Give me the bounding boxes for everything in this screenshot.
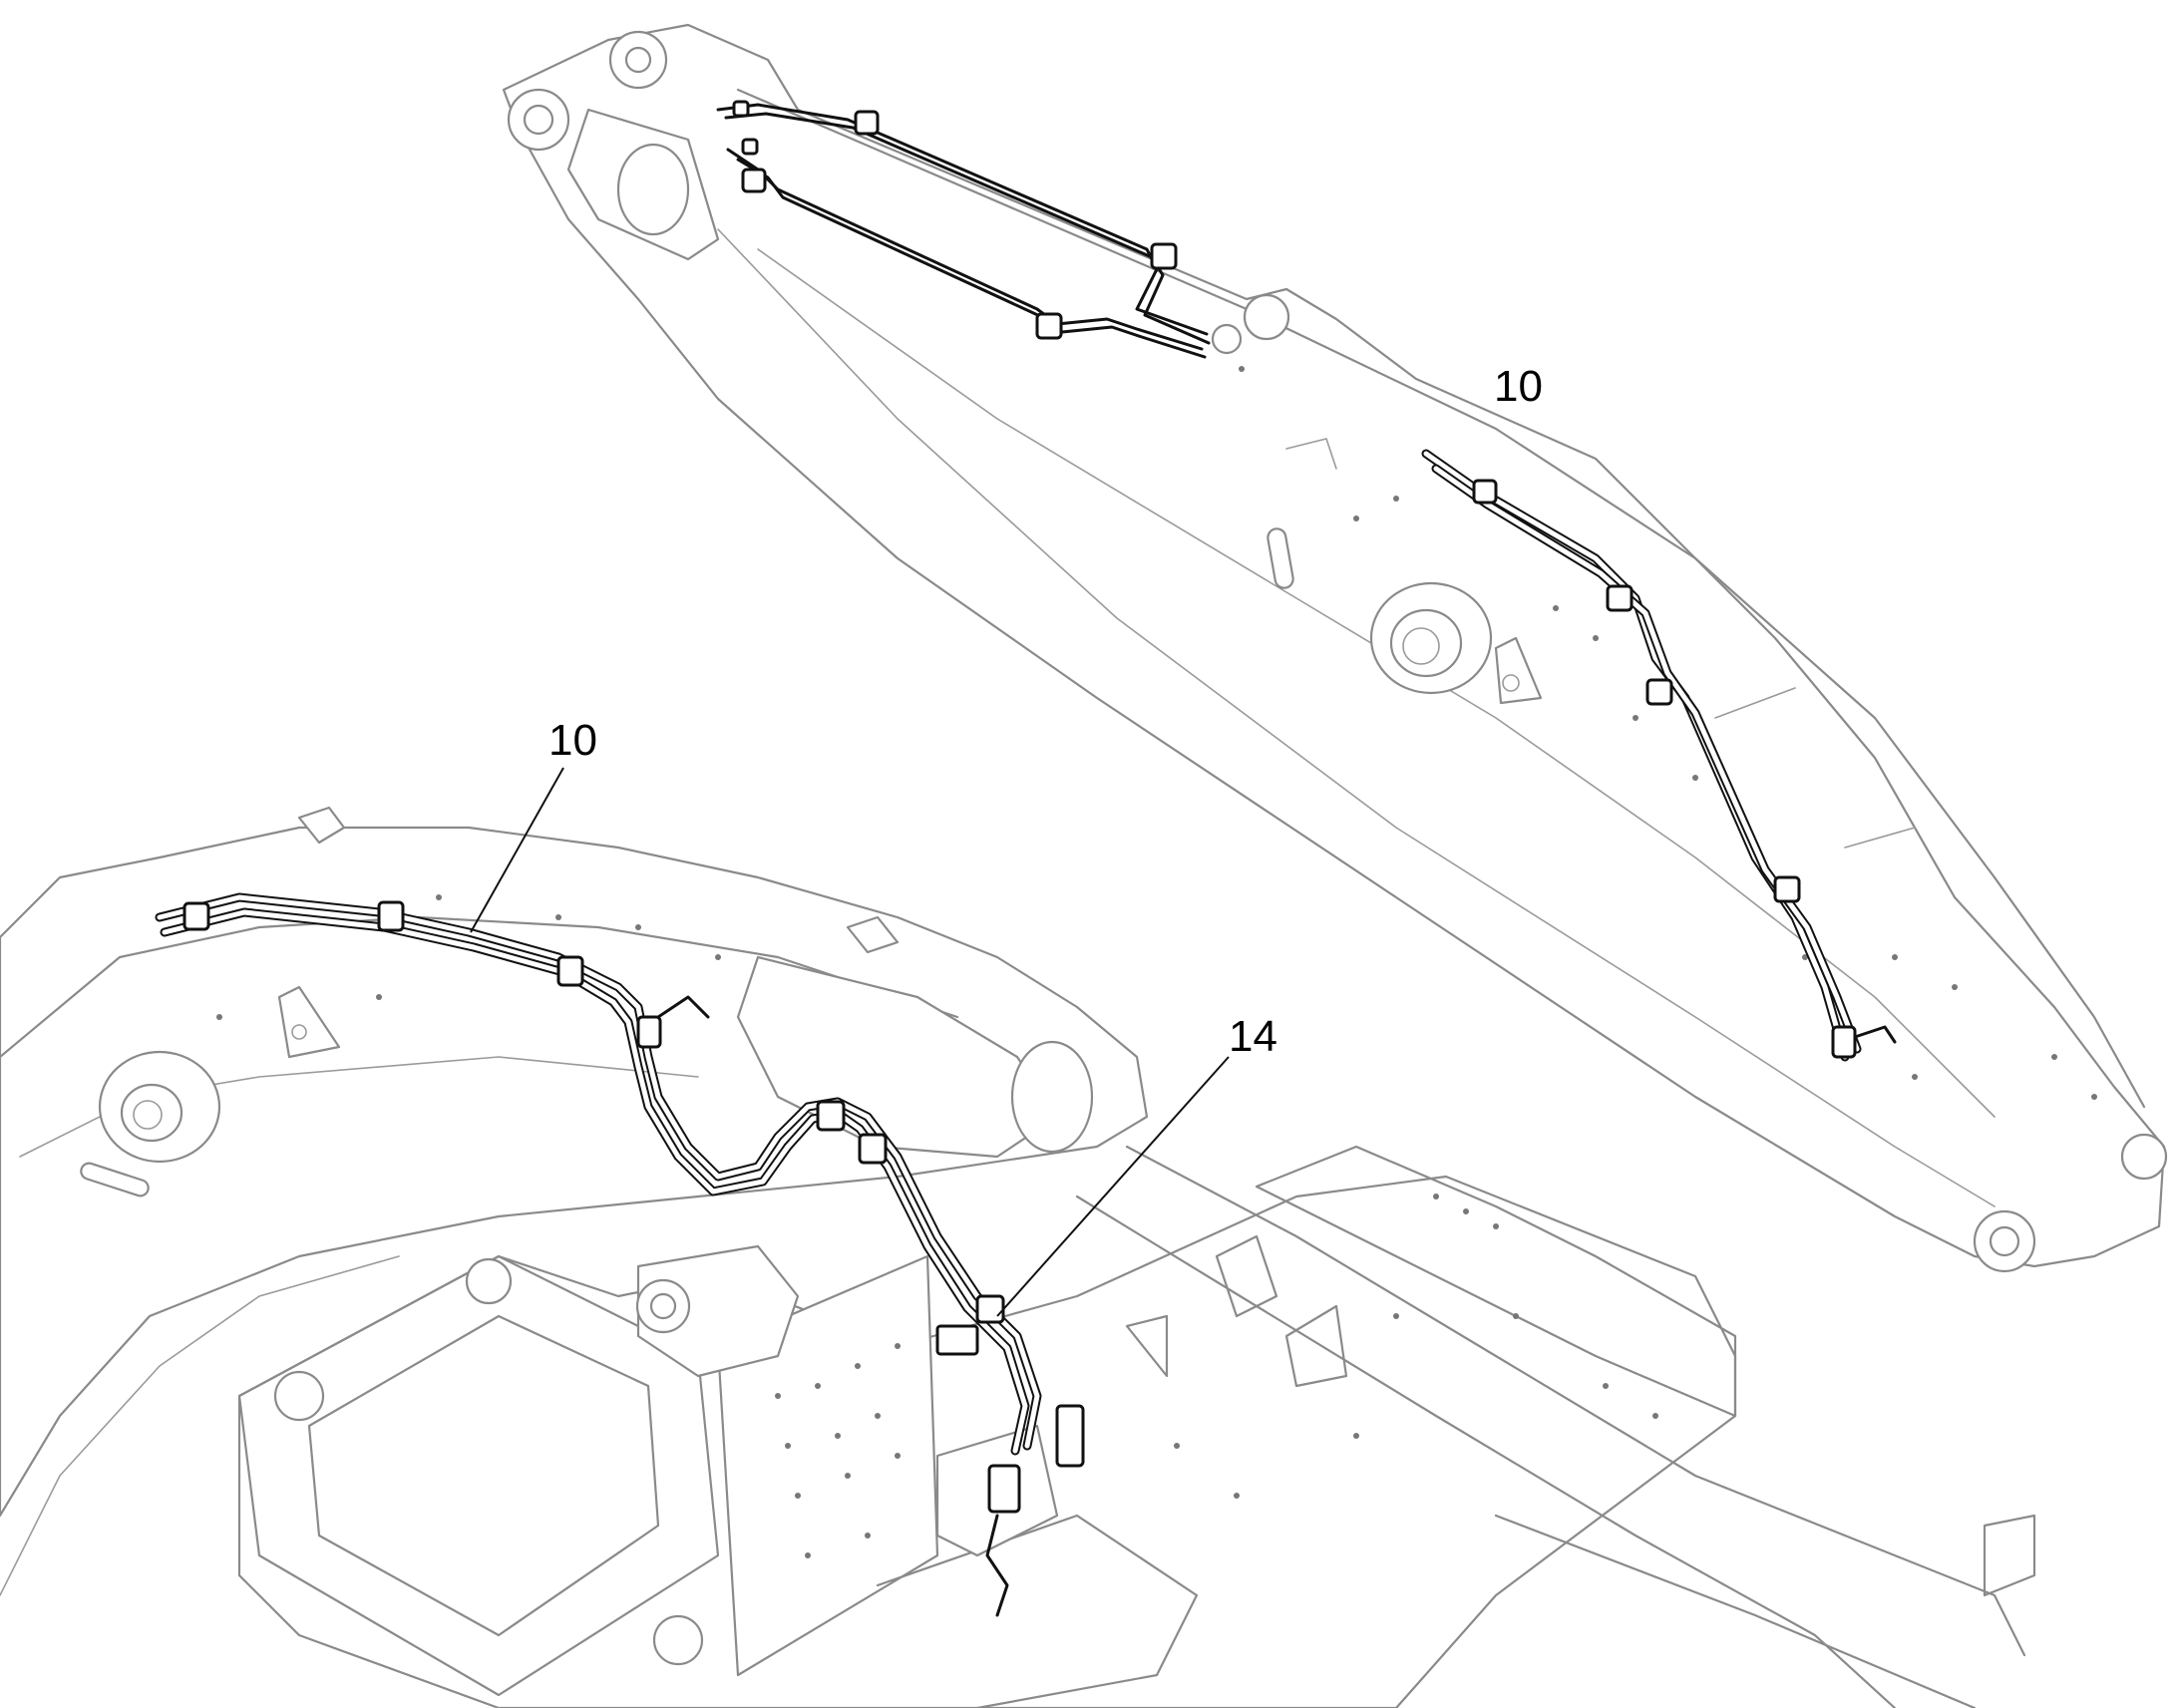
boom-hose-clamp-2 [377, 900, 405, 932]
stick-bucket-pin-hole [1989, 1225, 2020, 1257]
stick-end-plate [566, 108, 720, 261]
stick-lug-hole [1502, 674, 1520, 692]
boom-hose-clamp-1 [182, 901, 210, 931]
boom-foot-pin-hole [649, 1292, 677, 1320]
boom-hose-clamp-4 [636, 1015, 662, 1049]
boom-hose-clamp-7 [975, 1294, 1005, 1324]
stick-end-window [616, 143, 690, 236]
callout-10-stick: 10 [1494, 362, 1543, 411]
stick-arm [502, 23, 2168, 1273]
boom-top-bracket-left [297, 806, 346, 845]
leader-line [470, 767, 564, 933]
stick-mid-edge [757, 248, 1996, 1118]
frame-center-plate [716, 1254, 939, 1677]
stick-plate-line-1 [1285, 438, 1337, 470]
frame-left-box-inner [307, 1314, 660, 1637]
stick-slot [1267, 527, 1294, 589]
boom-hose-clamp-6 [858, 1133, 888, 1165]
boom-hose-clamp-5 [816, 1100, 846, 1132]
stick-top-ridge [736, 88, 2146, 1109]
boom-rivets [216, 894, 721, 1020]
stick-hose-clamp-3 [1645, 678, 1673, 706]
stick-tube-a [716, 103, 1209, 336]
frame-left-box [237, 1254, 720, 1697]
stick-tube-fitting-1 [732, 100, 750, 118]
callout-10-boom: 10 [470, 716, 597, 933]
frame-cutout-3 [1284, 1304, 1348, 1388]
boom-lower-sweep [0, 1255, 400, 1596]
frame-rivets [1174, 1194, 1658, 1499]
center-plate-holes [775, 1343, 901, 1558]
stick-plate-line-3 [1844, 827, 1916, 849]
control-valve-body [987, 1464, 1021, 1514]
stick-hose-clamp-4 [1773, 875, 1801, 903]
frame-right-box [1255, 1145, 1737, 1418]
stick-pin-hole-top [624, 46, 652, 74]
stick-tube-clamp-2 [741, 168, 767, 193]
control-valve-side [1055, 1404, 1085, 1468]
stick-tube-clamp-1 [854, 110, 880, 136]
stick-cyl-pin-boss [1243, 293, 1290, 341]
leader-line [996, 1056, 1230, 1317]
frame-right-rail [1125, 1145, 2026, 1657]
boom-hose-bracket [935, 1324, 979, 1356]
stick-bottom-edge [717, 228, 1996, 1207]
callout-label: 10 [1494, 362, 1543, 411]
stick-cyl-pin-small [1211, 323, 1243, 355]
boom-lug-hole [291, 1024, 307, 1040]
stick-hose-clamp-2 [1606, 584, 1634, 612]
boom-slot [80, 1162, 150, 1197]
callout-label: 14 [1229, 1012, 1277, 1061]
stick-pin-hole-left [523, 104, 554, 136]
callout-label: 10 [548, 716, 597, 765]
frame-cutout-1 [1215, 1234, 1278, 1318]
stick-hose-clamp-1 [1472, 479, 1498, 505]
stick-tube-clamp-4 [1035, 312, 1063, 340]
stick-tube-fitting-2 [741, 138, 759, 156]
control-valve-stem [985, 1514, 1009, 1617]
frame-pin-top [465, 1257, 513, 1305]
upper-frame [237, 1145, 2036, 1708]
boom-hoses [155, 892, 1042, 1456]
boom-hose-tee [656, 995, 710, 1019]
boom-pivot-inner [120, 1083, 183, 1143]
frame-pin-left [273, 1370, 325, 1422]
frame-pin-bottom [652, 1614, 704, 1666]
stick-plate-line-2 [1714, 687, 1796, 719]
stick-lower-hoses [1421, 449, 1897, 1062]
stick-hose-end-fitting [1831, 1025, 1857, 1059]
boom-lug [277, 985, 341, 1059]
stick-tube-clamp-3 [1150, 242, 1178, 270]
boom-pivot-hole [133, 1100, 163, 1130]
callout-14-valve: 14 [996, 1012, 1277, 1317]
stick-hose-elbow [1853, 1025, 1897, 1044]
boom-hose-clamp-3 [556, 955, 584, 987]
frame-cutout-2 [1125, 1314, 1169, 1378]
boom-top-bracket-mid [846, 915, 900, 954]
stick-pivot-hole [1402, 627, 1440, 665]
stick-upper-tubes [716, 100, 1211, 359]
stick-lug [1494, 636, 1543, 705]
stick-pivot-inner [1389, 608, 1463, 678]
frame-right-bracket [1983, 1514, 2036, 1597]
boom-cylinder-end [1010, 1040, 1094, 1154]
frame-far-rail [1494, 1514, 1977, 1708]
boom-foot-clevis [636, 1244, 800, 1378]
stick-link-pin-boss [2120, 1133, 2168, 1181]
